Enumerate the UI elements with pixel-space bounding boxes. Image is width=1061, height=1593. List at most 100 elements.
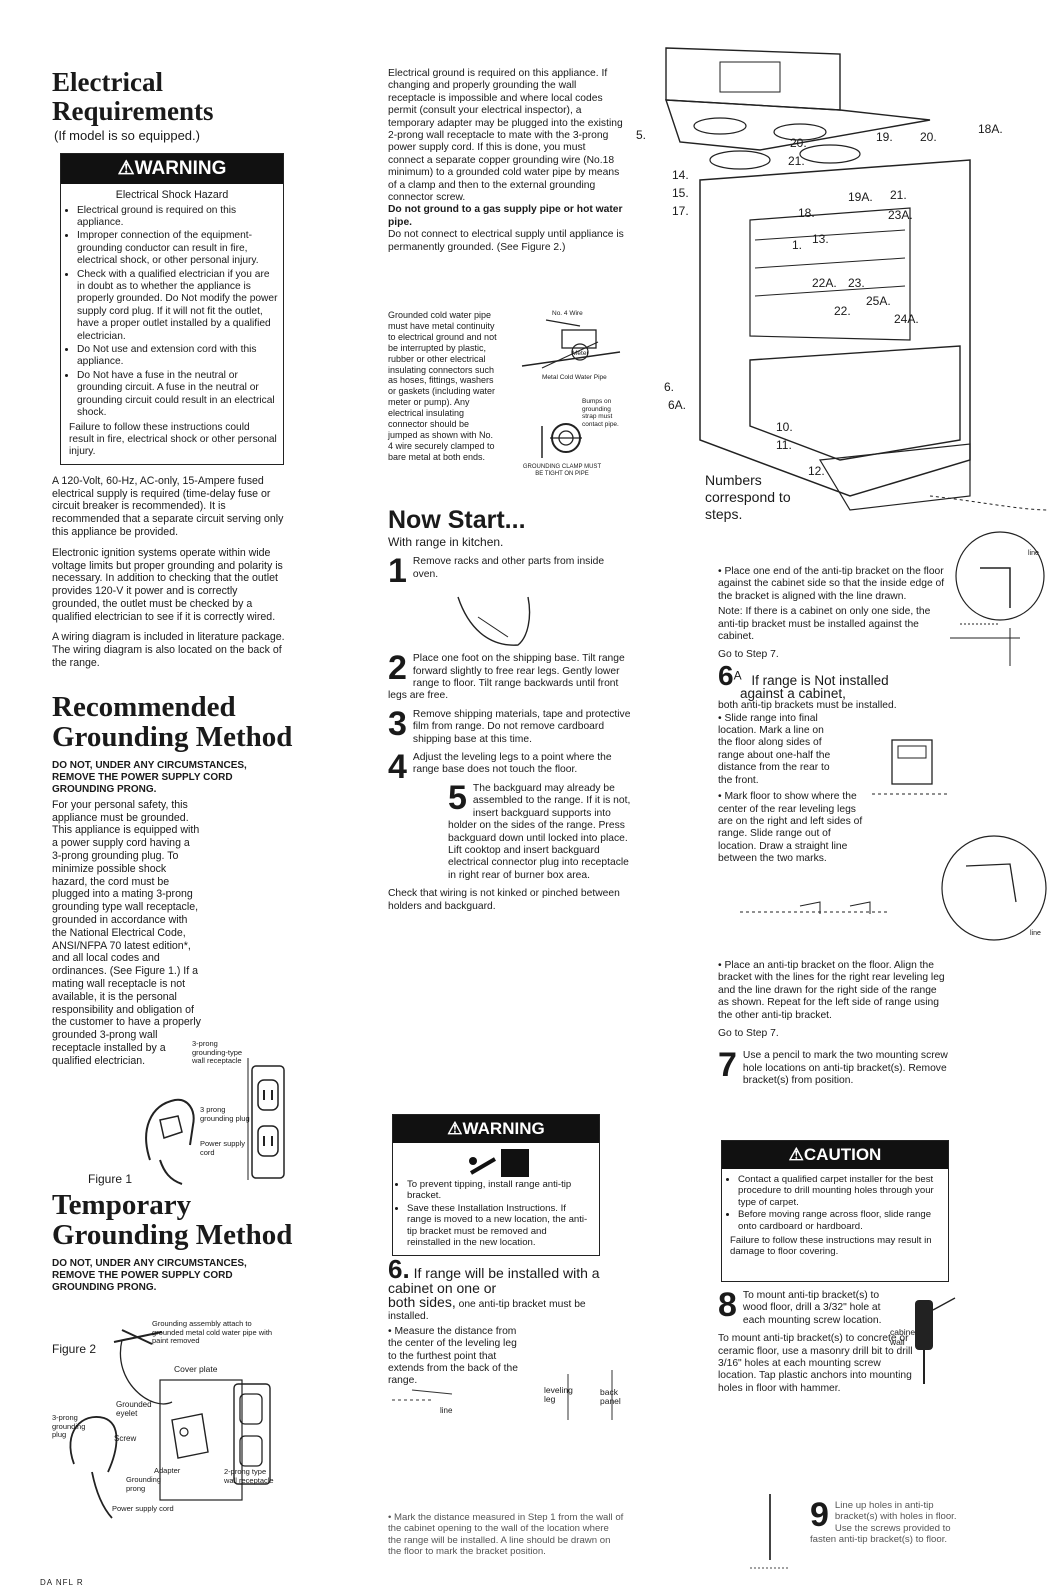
drill-icon [915, 1297, 956, 1384]
fig2-cover-label: Cover plate [174, 1364, 218, 1374]
step-8: 8 To mount anti-tip bracket(s) to wood f… [718, 1286, 948, 1395]
footer-code: DA NFL R [40, 1578, 84, 1587]
wiring-paragraph: A wiring diagram is included in literatu… [52, 631, 285, 670]
fig1-cord-label: Power supply cord [200, 1139, 246, 1157]
range-6a-drawing [872, 739, 950, 795]
step-4: 4 Adjust the leveling legs to a point wh… [388, 750, 632, 784]
hazard-footer: Failure to follow these instructions cou… [69, 421, 277, 458]
step-8-text-2: To mount anti-tip bracket(s) to concrete… [718, 1333, 913, 1394]
ground-paragraph: Electrical ground is required on this ap… [388, 68, 623, 204]
part-number: 14. [672, 168, 689, 182]
step-2: 2 Place one foot on the shipping base. T… [388, 649, 632, 703]
caution-item: Contact a qualified carpet installer for… [738, 1174, 942, 1208]
step-8-number: 8 [718, 1286, 737, 1324]
hazard-item: Do Not use and extension cord with this … [77, 344, 279, 369]
now-start-section: Now Start... With range in kitchen. 1 Re… [388, 506, 632, 913]
step-6-heading: 6. If range will be installed with a cab… [388, 1256, 628, 1296]
fig2-adapter-label: Adapter [154, 1466, 181, 1475]
pipe-drawing [521, 319, 621, 458]
bracket-drawing-1 [950, 531, 1045, 666]
figure-1: 3-prong grounding-type wall receptacle 3… [88, 1039, 290, 1186]
pipe-figure: No. 4 Wire Meter Metal Cold Water Pipe B… [502, 308, 622, 488]
range-6a-figure [872, 736, 952, 800]
part-number: 22. [834, 304, 851, 318]
elec-subtitle: (If model is so equipped.) [54, 128, 200, 143]
step-6-figure: line leveling leg back panel [392, 1370, 632, 1450]
step-3-text: Remove shipping materials, tape and prot… [412, 708, 631, 745]
pipe-text: Grounded cold water pipe must have metal… [388, 310, 497, 462]
step-6-bullet: • Measure the distance from the center o… [388, 1325, 518, 1387]
step-9-number: 9 [810, 1496, 829, 1534]
step-1-illustration [448, 587, 632, 653]
hazard-item: Check with a qualified electrician if yo… [77, 269, 279, 343]
part-number: 19A. [848, 190, 873, 204]
step-5-text: The backguard may already be assembled t… [448, 782, 631, 881]
caution-list: Contact a qualified carpet installer for… [722, 1174, 948, 1232]
hand-icon [457, 596, 531, 646]
step-1-number: 1 [388, 552, 407, 591]
range-drawing [665, 47, 1049, 511]
pipe-meter-label: Meter [572, 350, 589, 357]
bracket-figure-2: line [740, 826, 1050, 956]
step-8-text: To mount anti-tip bracket(s) to wood flo… [742, 1290, 882, 1326]
step-2-number: 2 [388, 649, 407, 688]
tip-item: Save these Installation Instructions. If… [407, 1203, 593, 1249]
tip-list: To prevent tipping, install range anti-t… [393, 1179, 599, 1248]
goto-step-7-b: Go to Step 7. [718, 1028, 779, 1040]
temporary-caps: DO NOT, UNDER ANY CIRCUMSTANCES, REMOVE … [52, 1258, 247, 1293]
step-6a-sup: A [733, 668, 742, 683]
step-6a-bullet-3-text: Place an anti-tip bracket on the floor. … [718, 960, 945, 1021]
step-6-leveling-label: leveling leg [544, 1385, 573, 1404]
step-6a-bullet-2-text: Mark floor to show where the center of t… [718, 791, 863, 865]
warning-triangle-icon: ⚠ [117, 157, 135, 179]
part-number: 6. [664, 380, 675, 394]
fig2-cord-label: Power supply cord [112, 1504, 174, 1513]
note-text: Note: If there is a cabinet on only one … [718, 606, 931, 643]
warning-label: WARNING [462, 1119, 545, 1138]
step-9-block: 9 Line up holes in anti-tip bracket(s) w… [810, 1496, 970, 1546]
part-number: 1. [792, 238, 803, 252]
part-number: 21. [788, 154, 805, 168]
bracket-figure-1: line [940, 528, 1050, 668]
tip-item: To prevent tipping, install range anti-t… [407, 1179, 593, 1202]
caution-item: Before moving range across floor, slide … [738, 1209, 942, 1232]
step-6a-bullet-1-text: Slide range into final location. Mark a … [718, 712, 831, 786]
step-6a-head2: against a cabinet, [740, 685, 846, 701]
right-column: • Place one end of the anti-tip bracket … [718, 566, 948, 866]
temporary-title-1: Temporary [52, 1189, 192, 1221]
recommended-title-2: Grounding Method [52, 720, 293, 753]
step-7-number: 7 [718, 1046, 737, 1085]
step-6-bullet-text: Measure the distance from the center of … [388, 1325, 518, 1387]
recommended-title-1: Recommended [52, 690, 236, 723]
elec-title-1: Electrical [52, 67, 163, 97]
numbers-note: Numbers correspond to steps. [705, 472, 791, 522]
step-6a-bullet-3: • Place an anti-tip bracket on the floor… [718, 960, 945, 1021]
part-number: 17. [672, 204, 689, 218]
caution-label: CAUTION [803, 1145, 882, 1164]
fig1-plug-label: 3 prong grounding plug [200, 1105, 250, 1123]
bracket-line-label: line [1028, 550, 1039, 557]
elec-title-2: Requirements [52, 96, 214, 126]
fig1-wall-label: 3-prong grounding-type wall receptacle [192, 1039, 243, 1065]
figure-2-drawing [69, 1329, 271, 1519]
bracket-line-label-2: line [1030, 930, 1041, 937]
warning-label: WARNING [134, 157, 227, 179]
step-6-tail: one anti-tip bracket must be installed. [388, 1299, 586, 1323]
warning-banner: ⚠WARNING [61, 153, 283, 184]
step-5-number: 5 [448, 778, 467, 817]
fig2-wallrec-label: 2-prong type wall receptacle [224, 1467, 274, 1485]
step-6-head: If range will be installed with a cabine… [388, 1265, 600, 1296]
part-number: 10. [776, 420, 793, 434]
caution-footer: Failure to follow these instructions may… [730, 1235, 932, 1258]
step-6-back-label: back panel [600, 1387, 621, 1406]
fig2-eyelet-label: Grounded eyelet [116, 1400, 152, 1418]
hazard-title: Electrical Shock Hazard [115, 188, 229, 201]
part-number: 19. [876, 130, 893, 144]
step-9-text: Line up holes in anti-tip bracket(s) wit… [810, 1500, 957, 1546]
step-9-figure [740, 1490, 800, 1580]
ground-tail: Do not connect to electrical supply unti… [388, 229, 624, 253]
part-number: 12. [808, 464, 825, 478]
part-number: 15. [672, 186, 689, 200]
part-number: 24A. [894, 312, 919, 326]
temporary-section: Temporary Grounding Method DO NOT, UNDER… [52, 1189, 292, 1294]
